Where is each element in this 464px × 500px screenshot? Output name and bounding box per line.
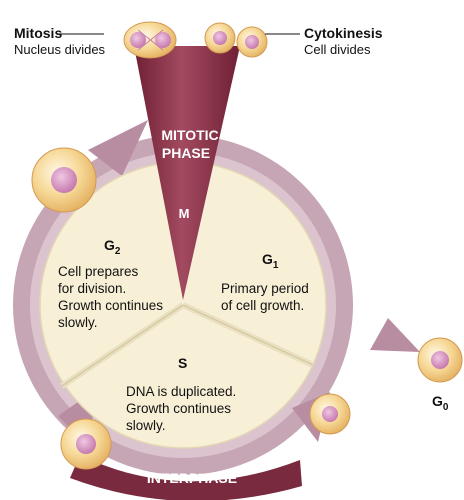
mitosis-cell-image	[123, 21, 177, 59]
g2-description-line3: Growth continues	[58, 298, 163, 313]
interphase-band	[70, 455, 302, 500]
cytokinesis-cell-image	[204, 22, 268, 58]
interphase-label: INTERPHASE	[147, 470, 237, 486]
g2-description-line2: for division.	[58, 281, 126, 296]
g2-label: G2	[104, 237, 121, 257]
mitotic-phase-letter: M	[179, 206, 190, 221]
mitotic-phase-wedge	[134, 46, 240, 300]
cell-s-image	[60, 418, 112, 470]
mitosis-description: Nucleus divides	[14, 42, 106, 57]
mitosis-title: Mitosis	[14, 25, 62, 41]
mitotic-phase-label-line1: MITOTIC	[161, 127, 218, 143]
g0-label: G0	[432, 393, 449, 413]
cell-g1-image	[309, 393, 351, 435]
g2-description-line4: slowly.	[58, 315, 98, 330]
ring-arrow-top-left	[88, 120, 148, 176]
cytokinesis-title: Cytokinesis	[304, 25, 383, 41]
s-label: S	[178, 355, 187, 371]
cell-g2-image	[31, 147, 97, 213]
g2-description-line1: Cell prepares	[58, 264, 139, 279]
s-description-line3: slowly.	[126, 418, 166, 433]
s-description-line1: DNA is duplicated.	[126, 384, 236, 399]
cell-g0-image	[417, 337, 463, 383]
g1-description-line1: Primary period	[221, 281, 309, 296]
g1-label: G1	[262, 251, 279, 271]
cytokinesis-description: Cell divides	[304, 42, 371, 57]
s-description-line2: Growth continues	[126, 401, 231, 416]
mitotic-phase-label-line2: PHASE	[162, 145, 210, 161]
g1-description-line2: of cell growth.	[221, 298, 304, 313]
ring-arrow-right	[370, 318, 420, 352]
